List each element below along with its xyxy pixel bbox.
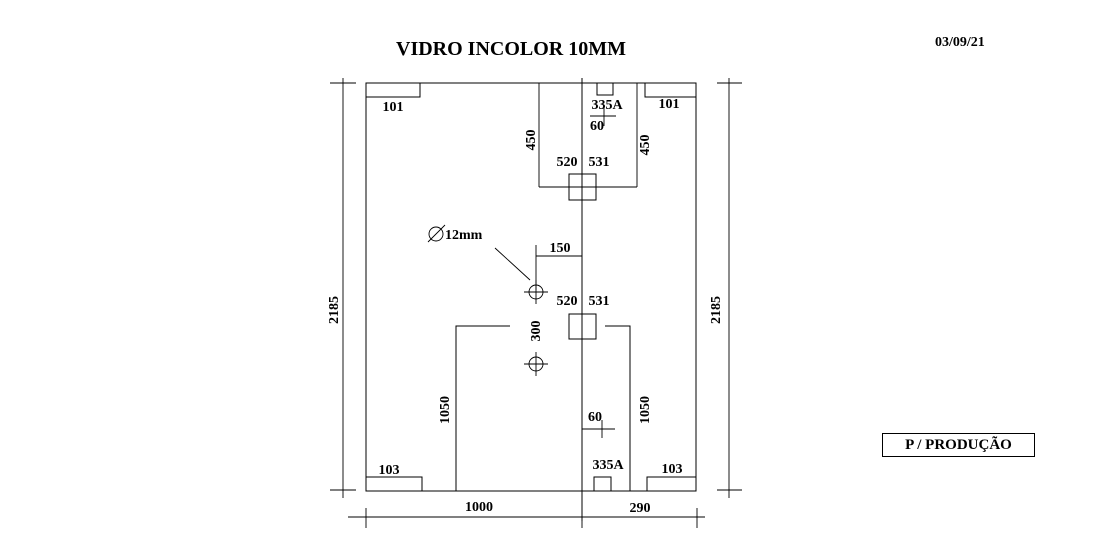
notch-top-label: 60 — [590, 119, 604, 134]
hole-diameter-callout: 12mm — [427, 224, 531, 281]
hole-offset-label: 150 — [550, 241, 571, 256]
corner-patch-top-left: 101 — [366, 83, 421, 115]
width-right-label: 290 — [630, 501, 651, 516]
corner-top-right-label: 101 — [659, 97, 680, 112]
production-stamp: P / PRODUÇÃO — [882, 433, 1035, 457]
hole-lower — [524, 352, 548, 376]
corner-patch-top-right: 101 — [644, 83, 696, 112]
height-right-label: 2185 — [709, 296, 724, 324]
lower-left-height-label: 1050 — [438, 396, 453, 424]
corner-bottom-left-label: 103 — [379, 463, 400, 478]
corner-patch-bottom-left: 103 — [366, 463, 423, 491]
width-left-label: 1000 — [465, 500, 493, 515]
top-pivot: 335A 60 — [590, 82, 623, 134]
corner-bottom-right-label: 103 — [662, 462, 683, 477]
upper-hinge-b-label: 531 — [589, 155, 610, 170]
drawing-date: 03/09/21 — [935, 35, 985, 50]
upper-hinge-a-label: 520 — [557, 155, 578, 170]
glass-outline — [365, 82, 697, 492]
lower-hinge-square — [568, 313, 597, 340]
dimension-height-right: 2185 — [709, 78, 742, 498]
hinge-offset-right-label: 450 — [638, 135, 653, 156]
corner-top-left-label: 101 — [383, 100, 404, 115]
production-stamp-label: P / PRODUÇÃO — [905, 436, 1012, 453]
corner-patch-bottom-right: 103 — [646, 462, 696, 491]
dimension-width-bottom: 1000 290 — [348, 500, 705, 528]
drawing-title: VIDRO INCOLOR 10MM — [396, 38, 626, 60]
hole-offset-dimension: 150 — [535, 241, 582, 290]
bottom-pivot: 60 335A — [582, 410, 624, 492]
notch-bottom-label: 60 — [588, 410, 602, 425]
lower-hinge-b-label: 531 — [589, 294, 610, 309]
height-left-label: 2185 — [327, 296, 342, 324]
bottom-pivot-label: 335A — [592, 458, 624, 473]
top-pivot-label: 335A — [591, 98, 623, 113]
lower-hinge-region: 520 531 1050 1050 — [438, 294, 653, 491]
hole-upper — [524, 280, 548, 304]
upper-hinge-square — [568, 173, 597, 201]
dimension-height-left: 2185 — [327, 78, 356, 498]
hole-spacing-label: 300 — [529, 321, 544, 342]
hinge-offset-left-label: 450 — [524, 130, 539, 151]
lower-hinge-a-label: 520 — [557, 294, 578, 309]
lower-right-height-label: 1050 — [638, 396, 653, 424]
hole-diameter-label: 12mm — [445, 228, 483, 243]
upper-hinge-region: 450 450 520 531 — [524, 83, 653, 201]
